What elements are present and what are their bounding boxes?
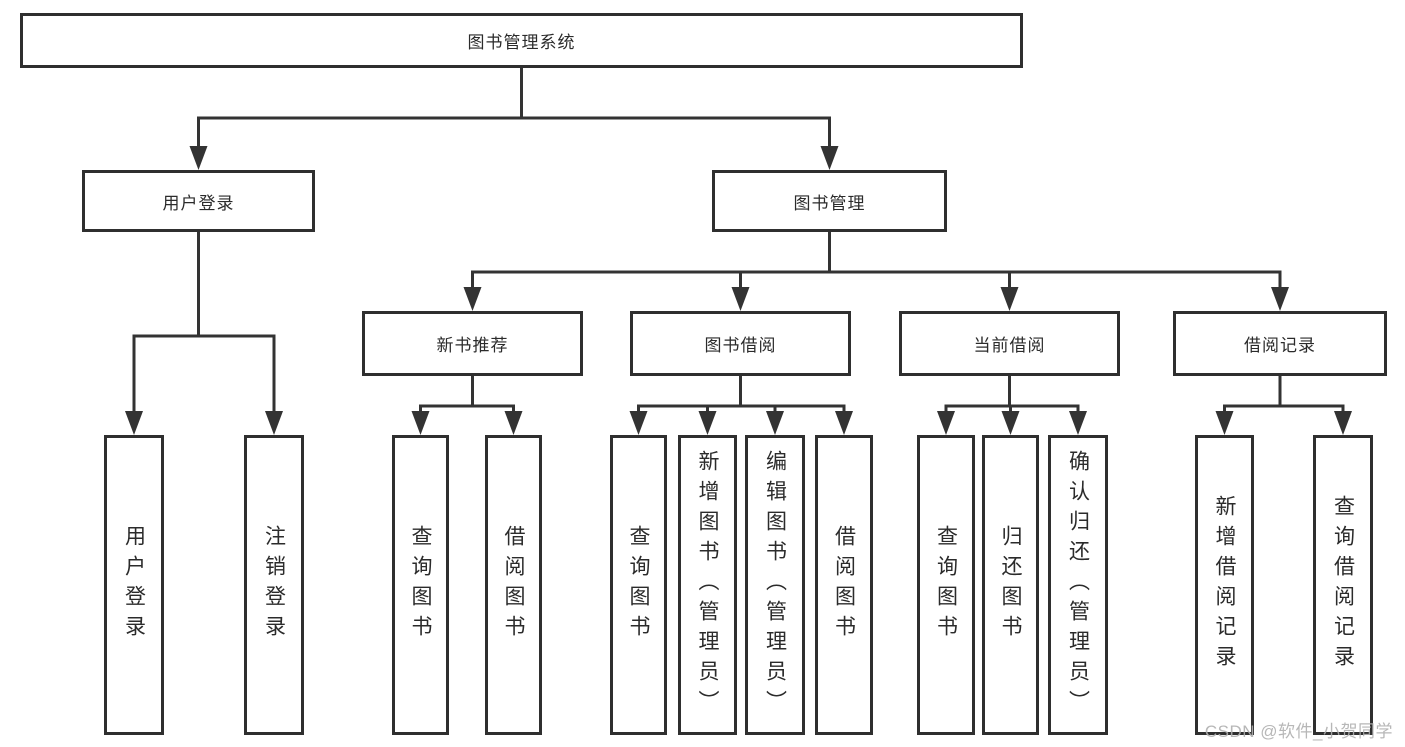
- leaf-confirm-return-admin-label: 确认归还（管理员）: [1066, 450, 1090, 720]
- leaf-recommend-borrow-books: 借阅图书: [485, 435, 542, 735]
- leaf-add-borrow-record: 新增借阅记录: [1195, 435, 1254, 735]
- connector-recommend-to-leaves: [411, 376, 523, 435]
- leaf-user-login-label: 用户登录: [122, 525, 146, 645]
- node-borrowing-records-label: 借阅记录: [1244, 336, 1316, 355]
- leaf-confirm-return-admin: 确认归还（管理员）: [1048, 435, 1108, 735]
- connector-root-to-level2: [189, 68, 839, 170]
- leaf-logout-label: 注销登录: [262, 525, 286, 645]
- leaf-return-books-label: 归还图书: [999, 525, 1022, 645]
- leaf-current-query-books: 查询图书: [917, 435, 975, 735]
- leaf-recommend-query-books: 查询图书: [392, 435, 449, 735]
- node-current-borrowing: 当前借阅: [899, 311, 1120, 376]
- leaf-add-book-admin: 新增图书（管理员）: [678, 435, 737, 735]
- node-book-borrowing: 图书借阅: [630, 311, 851, 376]
- node-new-book-recommendation-label: 新书推荐: [436, 336, 509, 355]
- node-root: 图书管理系统: [20, 13, 1023, 68]
- leaf-edit-book-admin-label: 编辑图书（管理员）: [763, 450, 787, 720]
- leaf-borrowing-borrow-books-label: 借阅图书: [832, 525, 856, 645]
- leaf-query-borrow-record-label: 查询借阅记录: [1331, 495, 1355, 675]
- connector-login-to-leaves: [125, 232, 283, 435]
- leaf-recommend-query-books-label: 查询图书: [409, 525, 432, 645]
- leaf-borrowing-query-books-label: 查询图书: [627, 525, 650, 645]
- leaf-borrowing-query-books: 查询图书: [610, 435, 667, 735]
- leaf-user-login: 用户登录: [104, 435, 164, 735]
- leaf-borrowing-borrow-books: 借阅图书: [815, 435, 873, 735]
- leaf-return-books: 归还图书: [982, 435, 1039, 735]
- connector-mgmt-to-level3: [463, 232, 1289, 311]
- connector-borrowing-to-leaves: [629, 376, 853, 435]
- leaf-current-query-books-label: 查询图书: [934, 525, 958, 645]
- node-user-login: 用户登录: [82, 170, 315, 232]
- connector-current-to-leaves: [937, 376, 1087, 435]
- leaf-query-borrow-record: 查询借阅记录: [1313, 435, 1373, 735]
- leaf-add-borrow-record-label: 新增借阅记录: [1213, 495, 1236, 675]
- leaf-recommend-borrow-books-label: 借阅图书: [502, 525, 525, 645]
- node-new-book-recommendation: 新书推荐: [362, 311, 583, 376]
- leaf-logout: 注销登录: [244, 435, 304, 735]
- node-book-borrowing-label: 图书借阅: [704, 336, 777, 355]
- node-book-management-label: 图书管理: [793, 193, 866, 213]
- node-user-login-label: 用户登录: [162, 193, 235, 213]
- connector-records-to-leaves: [1215, 376, 1352, 435]
- leaf-add-book-admin-label: 新增图书（管理员）: [696, 450, 719, 720]
- leaf-edit-book-admin: 编辑图书（管理员）: [745, 435, 805, 735]
- node-root-label: 图书管理系统: [467, 33, 576, 52]
- node-current-borrowing-label: 当前借阅: [973, 336, 1046, 355]
- node-borrowing-records: 借阅记录: [1173, 311, 1387, 376]
- node-book-management: 图书管理: [712, 170, 947, 232]
- csdn-watermark: CSDN @软件_小贺同学: [1204, 722, 1393, 741]
